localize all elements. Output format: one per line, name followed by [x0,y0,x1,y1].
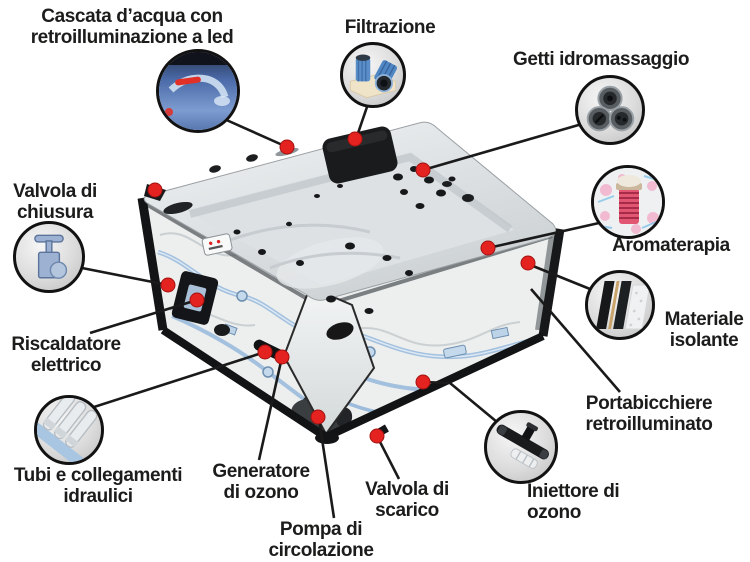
callout-label-getti: Getti idromassaggio [512,49,690,70]
plumbing-pipes-icon [37,398,98,462]
marker-dot-valvola-scarico [369,428,385,444]
callout-label-valvola-scarico: Valvola di scarico [365,479,449,522]
hot-tub-illustration [137,121,565,444]
shutoff-valve-icon [34,234,68,279]
inset-led-waterfall-photo [156,49,240,133]
callout-line-iniettore-ozono [422,380,498,424]
marker-dot-pompa [310,409,326,425]
corner-trim [137,197,168,331]
tub-bowl [188,152,514,289]
callout-label-valvola-chiusura: Valvola di chiusura [13,181,97,224]
inset-aromatherapy-photo [591,165,665,239]
marker-dot-cascata [279,139,295,155]
insulation-layers-icon [596,281,651,330]
inset-shutoff-valve-photo [13,221,85,293]
shell-apron [282,285,376,436]
marker-dot-generatore-ozono [274,349,290,365]
callout-label-aromaterapia: Aromaterapia [612,235,730,256]
inset-massage-jets-photo [575,75,645,145]
callout-line-portabicchiere [530,288,621,393]
inset-ozone-injector-photo [484,410,558,484]
marker-dot-iniettore-ozono [415,374,431,390]
marker-dot-riscaldatore [189,292,205,308]
marker-dot-corner [147,182,163,198]
ozone-injector-icon [496,422,550,469]
callout-label-iniettore-ozono: Iniettore di ozono [527,481,620,524]
callout-label-materiale-isolante: Materiale isolante [664,309,744,352]
callout-line-generatore-ozono [257,356,284,461]
callout-line-valvola-scarico [375,435,401,480]
corner-trim [538,228,565,337]
callout-label-tubi: Tubi e collegamenti idraulici [13,465,183,508]
inset-insulation-layers-photo [585,270,655,340]
marker-dot-getti [415,162,431,178]
callout-line-materiale-isolante [527,262,591,291]
marker-dot-valvola-chiusura [160,277,176,293]
control-panel [201,233,233,256]
callout-label-portabicchiere: Portabicchiere retroilluminato [585,393,713,436]
callout-lines [81,103,621,519]
callout-line-riscaldatore [89,298,198,335]
callout-label-cascata: Cascata d’acqua con retroilluminazione a… [30,6,234,49]
led-waterfall-icon [159,52,237,130]
marker-dot-tubi [257,344,273,360]
callout-label-generatore-ozono: Generatore di ozono [212,461,310,504]
massage-jets-icon [586,85,635,132]
callout-label-pompa: Pompa di circolazione [268,519,374,562]
filter-cartridges-icon [349,54,398,99]
aromatherapy-icon [594,168,662,236]
callout-label-filtrazione: Filtrazione [344,17,436,38]
callout-line-pompa [317,418,336,519]
marker-dot-filtrazione [347,131,363,147]
callout-line-getti [422,122,583,172]
callout-line-valvola-chiusura [81,266,169,287]
marker-dot-materiale-isolante [520,255,536,271]
inset-filter-cartridges-photo [340,42,406,108]
marker-dot-aromaterapia [480,240,496,256]
callout-line-cascata [221,116,288,149]
inset-plumbing-pipes-photo [34,395,104,465]
callout-line-tubi [93,350,266,409]
marker-dots [147,131,536,444]
callout-line-aromaterapia [487,221,600,250]
callout-label-riscaldatore: Riscaldatore elettrico [11,334,121,377]
